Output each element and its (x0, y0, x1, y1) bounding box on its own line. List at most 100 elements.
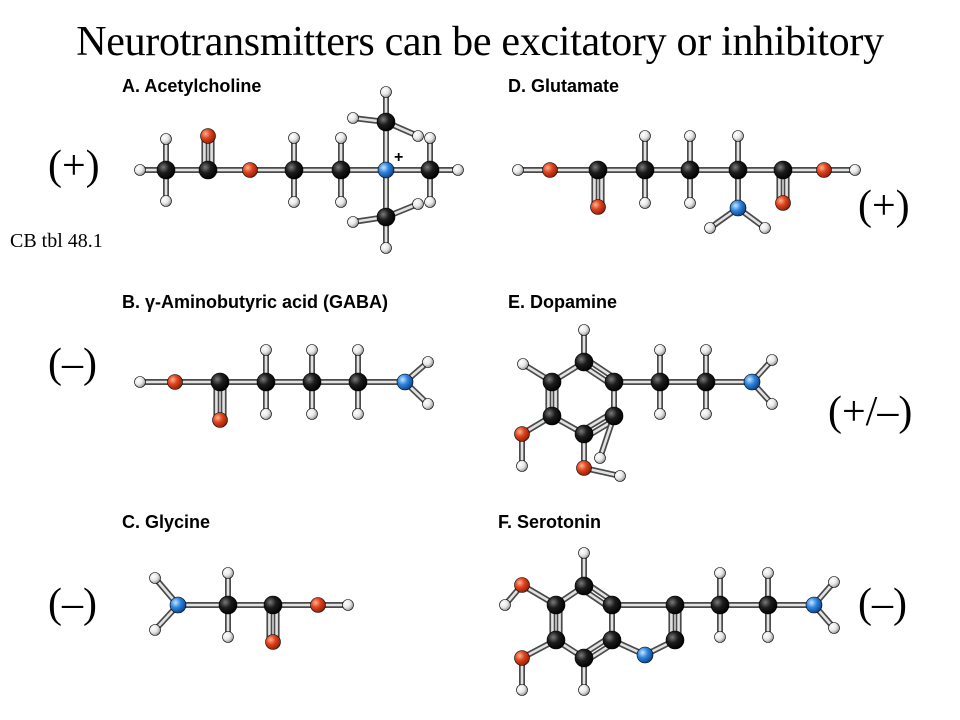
effect-acetylcholine: (+) (48, 143, 100, 189)
glutamate-oxygen-atom (590, 199, 606, 215)
acetylcholine-hydrogen-atom (412, 130, 424, 142)
dopamine-hydrogen-atom (578, 324, 590, 336)
serotonin-hydrogen-atom (762, 631, 774, 643)
dopamine-hydrogen-atom (594, 452, 606, 464)
panel-label-acetylcholine: A. Acetylcholine (122, 76, 262, 96)
serotonin-nitrogen-atom (805, 596, 823, 614)
acetylcholine-hydrogen-atom (424, 132, 436, 144)
dopamine-carbon-atom (542, 406, 562, 426)
acetylcholine-oxygen-atom (200, 128, 216, 144)
gaba-carbon-atom (210, 372, 230, 392)
gaba-hydrogen-atom (422, 398, 434, 410)
gaba-hydrogen-atom (306, 408, 318, 420)
acetylcholine-oxygen-atom (242, 162, 258, 178)
dopamine-carbon-atom (604, 406, 624, 426)
serotonin-hydrogen-atom (578, 684, 590, 696)
serotonin-carbon-atom (546, 595, 566, 615)
panel-label-dopamine: E. Dopamine (508, 292, 618, 312)
positive-charge-mark: + (394, 149, 403, 166)
dopamine-hydrogen-atom (654, 408, 666, 420)
acetylcholine-hydrogen-atom (335, 196, 347, 208)
serotonin-hydrogen-atom (516, 684, 528, 696)
glycine-hydrogen-atom (342, 599, 354, 611)
glutamate-oxygen-atom (775, 195, 791, 211)
gaba-carbon-atom (348, 372, 368, 392)
dopamine-hydrogen-atom (614, 470, 626, 482)
dopamine-hydrogen-atom (766, 398, 778, 410)
atoms-layer (134, 86, 861, 696)
acetylcholine-hydrogen-atom (160, 195, 172, 207)
panel-label-gaba: B. γ-Aminobutyric acid (GABA) (122, 292, 389, 312)
gaba-hydrogen-atom (306, 344, 318, 356)
gaba-hydrogen-atom (352, 408, 364, 420)
glycine-hydrogen-atom (222, 567, 234, 579)
acetylcholine-hydrogen-atom (347, 112, 359, 124)
gaba-hydrogen-atom (134, 376, 146, 388)
gaba-carbon-atom (256, 372, 276, 392)
acetylcholine-carbon-atom (198, 160, 218, 180)
glutamate-carbon-atom (773, 160, 793, 180)
serotonin-oxygen-atom (514, 577, 530, 593)
glycine-hydrogen-atom (149, 572, 161, 584)
dopamine-hydrogen-atom (700, 344, 712, 356)
glutamate-hydrogen-atom (849, 164, 861, 176)
effect-glycine: (–) (48, 581, 97, 627)
serotonin-carbon-atom (602, 630, 622, 650)
dopamine-hydrogen-atom (700, 408, 712, 420)
glutamate-carbon-atom (680, 160, 700, 180)
serotonin-hydrogen-atom (762, 567, 774, 579)
serotonin-carbon-atom (574, 648, 594, 668)
dopamine-carbon-atom (604, 372, 624, 392)
glutamate-hydrogen-atom (732, 130, 744, 142)
glutamate-oxygen-atom (816, 162, 832, 178)
acetylcholine-hydrogen-atom (335, 132, 347, 144)
serotonin-nitrogen-atom (636, 646, 654, 664)
panel-label-glycine: C. Glycine (122, 512, 211, 532)
acetylcholine-hydrogen-atom (288, 196, 300, 208)
bonds-layer (137, 89, 858, 693)
acetylcholine-carbon-atom (156, 160, 176, 180)
acetylcholine-carbon-atom (376, 112, 396, 132)
dopamine-hydrogen-atom (517, 358, 529, 370)
acetylcholine-hydrogen-atom (380, 242, 392, 254)
serotonin-carbon-atom (665, 630, 685, 650)
serotonin-hydrogen-atom (828, 622, 840, 634)
serotonin-hydrogen-atom (828, 576, 840, 588)
glycine-oxygen-atom (265, 634, 281, 650)
dopamine-carbon-atom (574, 424, 594, 444)
acetylcholine-hydrogen-atom (134, 164, 146, 176)
acetylcholine-carbon-atom (420, 160, 440, 180)
glycine-hydrogen-atom (222, 631, 234, 643)
serotonin-carbon-atom (574, 576, 594, 596)
serotonin-hydrogen-atom (578, 547, 590, 559)
gaba-hydrogen-atom (260, 344, 272, 356)
acetylcholine-nitrogen-atom (377, 161, 395, 179)
glutamate-nitrogen-atom (729, 199, 747, 217)
dopamine-hydrogen-atom (766, 354, 778, 366)
gaba-hydrogen-atom (352, 344, 364, 356)
effect-glutamate: (+) (858, 183, 910, 229)
glutamate-hydrogen-atom (684, 130, 696, 142)
acetylcholine-hydrogen-atom (288, 132, 300, 144)
acetylcholine-hydrogen-atom (424, 196, 436, 208)
glutamate-carbon-atom (588, 160, 608, 180)
dopamine-oxygen-atom (576, 460, 592, 476)
serotonin-carbon-atom (602, 595, 622, 615)
effect-gaba: (–) (48, 341, 97, 387)
dopamine-nitrogen-atom (743, 373, 761, 391)
glutamate-hydrogen-atom (639, 130, 651, 142)
panel-label-serotonin: F. Serotonin (498, 512, 601, 532)
acetylcholine-hydrogen-atom (347, 216, 359, 228)
glutamate-hydrogen-atom (759, 222, 771, 234)
gaba-nitrogen-atom (396, 373, 414, 391)
serotonin-hydrogen-atom (714, 567, 726, 579)
acetylcholine-hydrogen-atom (452, 164, 464, 176)
slide-title: Neurotransmitters can be excitatory or i… (76, 19, 884, 65)
panel-label-glutamate: D. Glutamate (508, 76, 620, 96)
glycine-oxygen-atom (310, 597, 326, 613)
serotonin-hydrogen-atom (714, 631, 726, 643)
glutamate-hydrogen-atom (639, 197, 651, 209)
glutamate-carbon-atom (635, 160, 655, 180)
dopamine-carbon-atom (574, 352, 594, 372)
